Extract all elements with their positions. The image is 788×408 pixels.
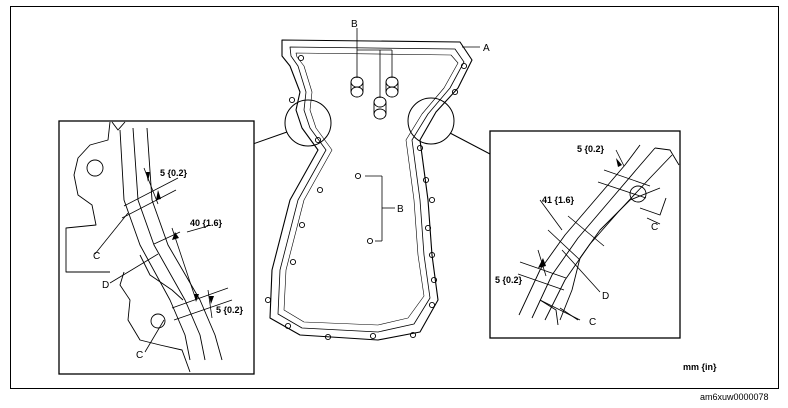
label-d-right: D [602,291,609,302]
dim-right-top: 5 {0.2} [577,144,605,154]
leader-lines-b [356,28,480,242]
label-c-left-2: C [136,350,143,361]
label-a: A [483,43,490,54]
figure-code: am6xuw0000078 [700,392,769,402]
label-b-mid: B [397,204,404,215]
right-detail-drawing [518,144,680,326]
right-detail-box [489,130,681,339]
left-detail-drawing [65,121,223,373]
label-c-left-1: C [93,251,100,262]
dim-left-top: 5 {0.2} [160,168,188,178]
dim-right-bottom: 5 {0.2} [495,275,523,285]
detail-circles [252,97,491,155]
dim-left-bottom: 5 {0.2} [216,305,244,315]
left-detail-box [58,120,255,375]
timing-cover-body [269,39,473,341]
left-detail-dims [94,167,233,353]
label-c-right-1: C [651,222,658,233]
dim-right-mid: 41 {1.6} [542,195,575,205]
right-detail-arrows [538,158,622,268]
label-d-left: D [102,280,109,291]
right-detail-dims [517,149,661,321]
seal-bosses [350,76,399,245]
left-detail-arrows [146,172,214,304]
bolt-holes [264,54,468,341]
label-b-top: B [351,19,358,30]
units-note: mm {in} [683,362,717,372]
figure-frame [10,6,779,389]
dim-left-mid: 40 {1.6} [190,218,223,228]
label-c-right-2: C [589,317,596,328]
